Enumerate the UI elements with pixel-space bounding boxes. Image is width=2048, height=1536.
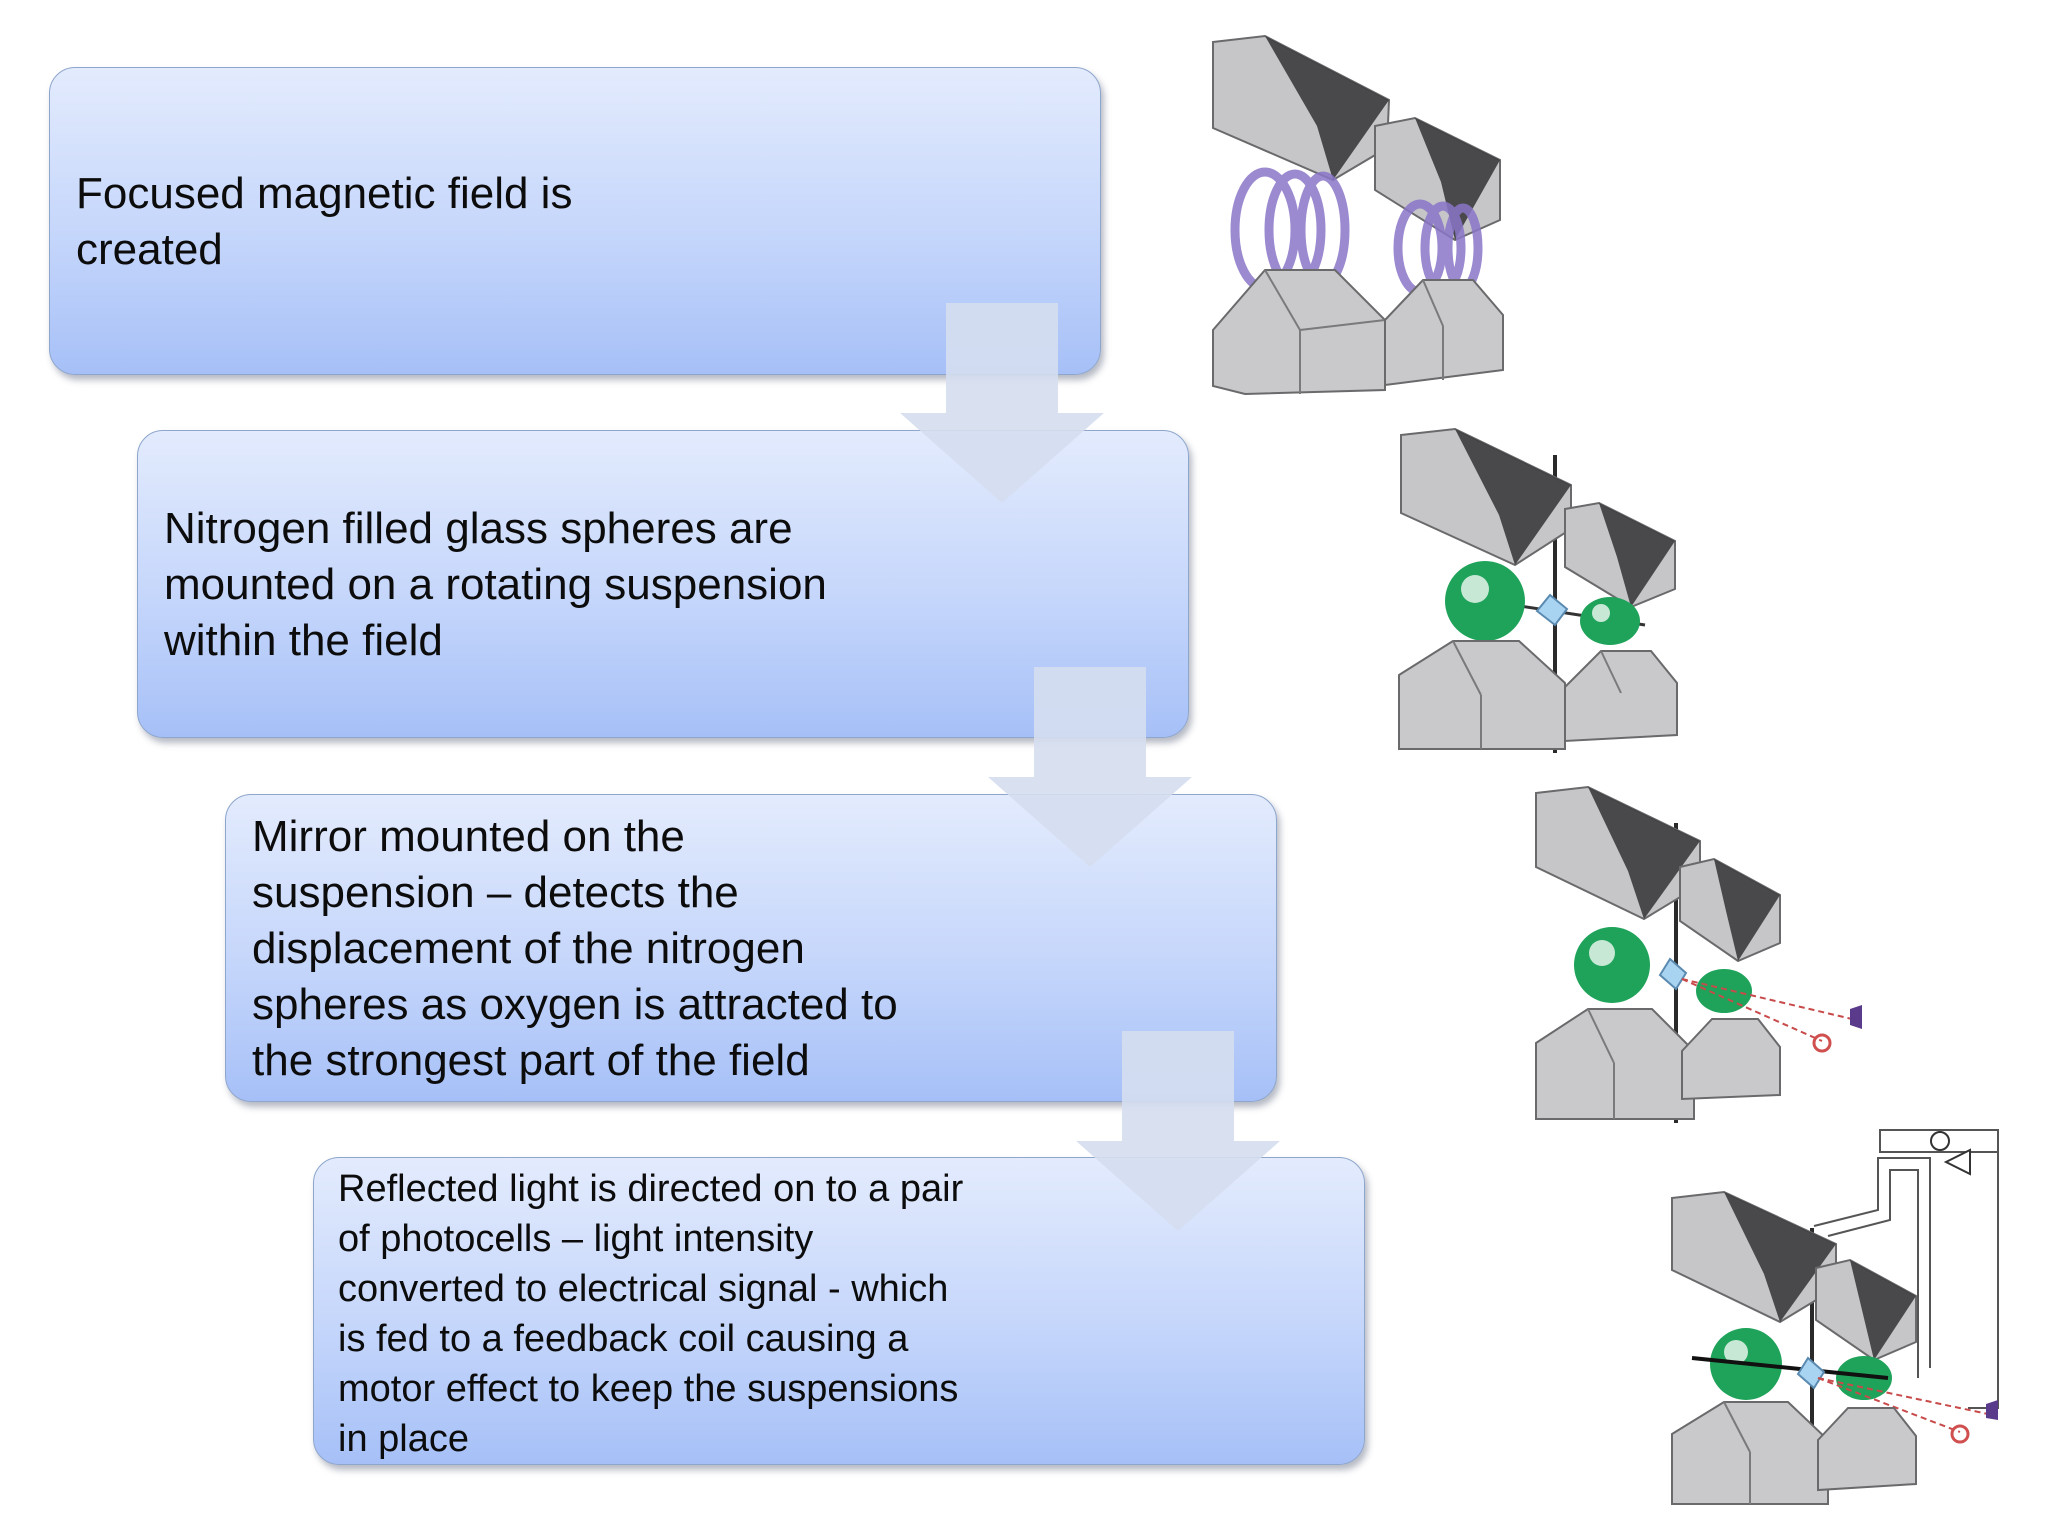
step-text-2: Nitrogen filled glass spheres are mounte… <box>164 504 827 665</box>
upper-pole-left <box>1212 34 1391 182</box>
step-text-3: Mirror mounted on the suspension – detec… <box>252 812 898 1085</box>
feedback-circuit <box>1813 1129 1999 1409</box>
nitrogen-spheres-illustration <box>1398 427 1678 753</box>
lower-pole-right <box>1384 279 1504 387</box>
step-box-1: Focused magnetic field is created <box>49 67 1101 375</box>
down-arrow-1 <box>900 303 1104 503</box>
amplifier-triangle <box>1943 1148 1971 1176</box>
down-arrow-3 <box>1076 1031 1280 1231</box>
step-text-4: Reflected light is directed on to a pair… <box>338 1168 964 1460</box>
lower-pole-left <box>1212 269 1386 396</box>
amplifier-icon <box>1930 1131 1950 1151</box>
magnetic-field-illustration <box>1212 34 1504 396</box>
down-arrow-2 <box>988 667 1192 867</box>
mirror-deflection-illustration <box>1535 785 1862 1123</box>
step-text-1: Focused magnetic field is created <box>76 169 573 274</box>
feedback-coil-illustration <box>1671 1129 1999 1505</box>
